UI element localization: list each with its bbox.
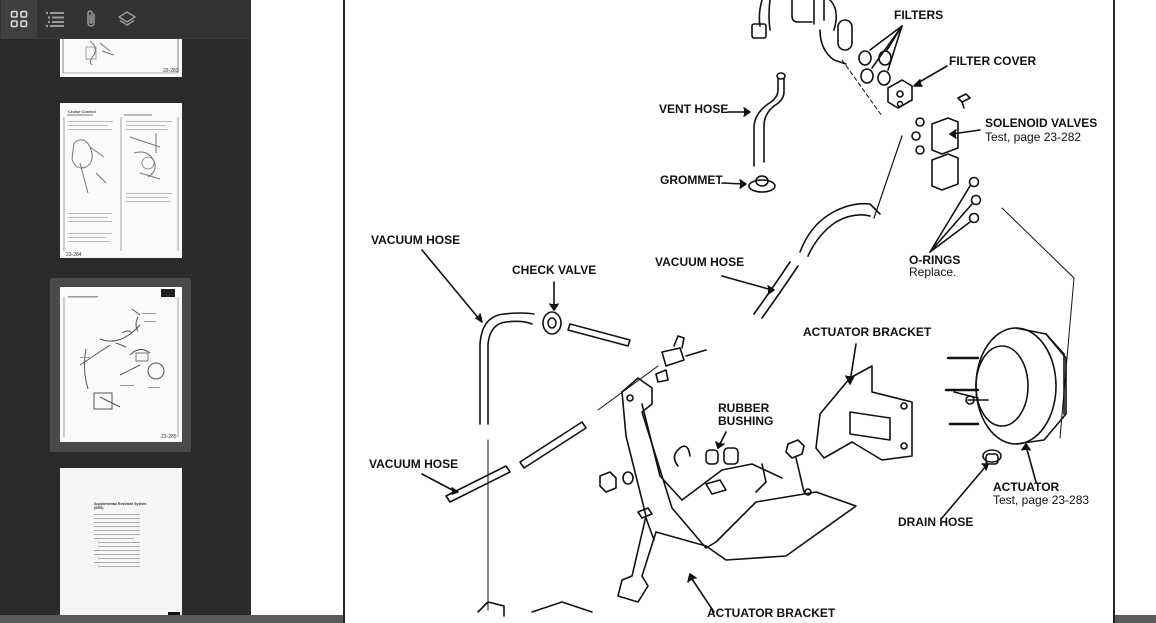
thumbnail-page-number: 23-284: [66, 252, 82, 258]
thumbnail-title: Supplemental Restraint System (SRS): [94, 502, 147, 510]
page-thumbnail-1[interactable]: 23-283: [60, 39, 182, 77]
exploded-parts-diagram: [421, 0, 1075, 617]
page-thumbnail-2[interactable]: Cruise Control 23-284: [60, 103, 182, 258]
label-check-valve: CHECK VALVE: [512, 263, 597, 277]
thumbnail-page-number: 23-285: [161, 434, 177, 440]
page-thumbnail-3[interactable]: 23-285: [60, 287, 182, 442]
label-actuator-bracket: ACTUATOR BRACKET: [803, 325, 932, 339]
thumbnail-sidebar: 23-283 Cruise Control 23-284: [0, 0, 251, 615]
page-thumbnail-4[interactable]: Supplemental Restraint System (SRS): [60, 468, 182, 615]
label-o-rings: O-RINGS: [909, 253, 961, 267]
label-solenoid-test: Test, page 23-282: [985, 130, 1082, 144]
label-filters: FILTERS: [894, 8, 944, 22]
label-drain-hose: DRAIN HOSE: [898, 515, 974, 529]
thumbnail-title: Cruise Control: [68, 109, 96, 114]
thumbnail-preview: [63, 289, 179, 437]
label-rubber-bushing-1: RUBBER: [718, 401, 770, 415]
label-filter-cover: FILTER COVER: [949, 54, 1037, 68]
thumbnails-tab[interactable]: [1, 0, 37, 38]
layers-tab[interactable]: [109, 0, 145, 38]
label-actuator-bracket-bottom: ACTUATOR BRACKET: [707, 606, 836, 620]
label-vacuum-hose-left: VACUUM HOSE: [371, 233, 461, 247]
label-rubber-bushing-2: BUSHING: [718, 414, 774, 428]
label-vacuum-hose-middle: VACUUM HOSE: [655, 255, 745, 269]
layers-icon: [118, 11, 136, 26]
label-actuator: ACTUATOR: [993, 480, 1060, 494]
sidebar-toolbar: [0, 0, 251, 39]
outline-icon: [45, 11, 64, 28]
thumbnail-preview: [63, 114, 179, 251]
attachments-tab[interactable]: [73, 0, 109, 38]
thumbnail-page-number: 23-283: [163, 68, 179, 74]
attachments-icon: [87, 10, 95, 27]
label-solenoid-valves: SOLENOID VALVES: [985, 116, 1098, 130]
outline-tab[interactable]: [37, 0, 73, 38]
thumbnail-preview: [62, 39, 179, 74]
label-actuator-test: Test, page 23-283: [993, 493, 1090, 507]
thumbnail-preview: [94, 514, 180, 615]
label-vacuum-hose-bottom: VACUUM HOSE: [369, 457, 459, 471]
thumbnails-icon: [10, 10, 28, 28]
document-page: FILTERS FILTER COVER SOLENOID VALVES Tes…: [343, 0, 1115, 623]
label-o-rings-note: Replace.: [909, 265, 957, 279]
label-grommet: GROMMET: [660, 173, 723, 187]
label-vent-hose: VENT HOSE: [659, 102, 729, 116]
